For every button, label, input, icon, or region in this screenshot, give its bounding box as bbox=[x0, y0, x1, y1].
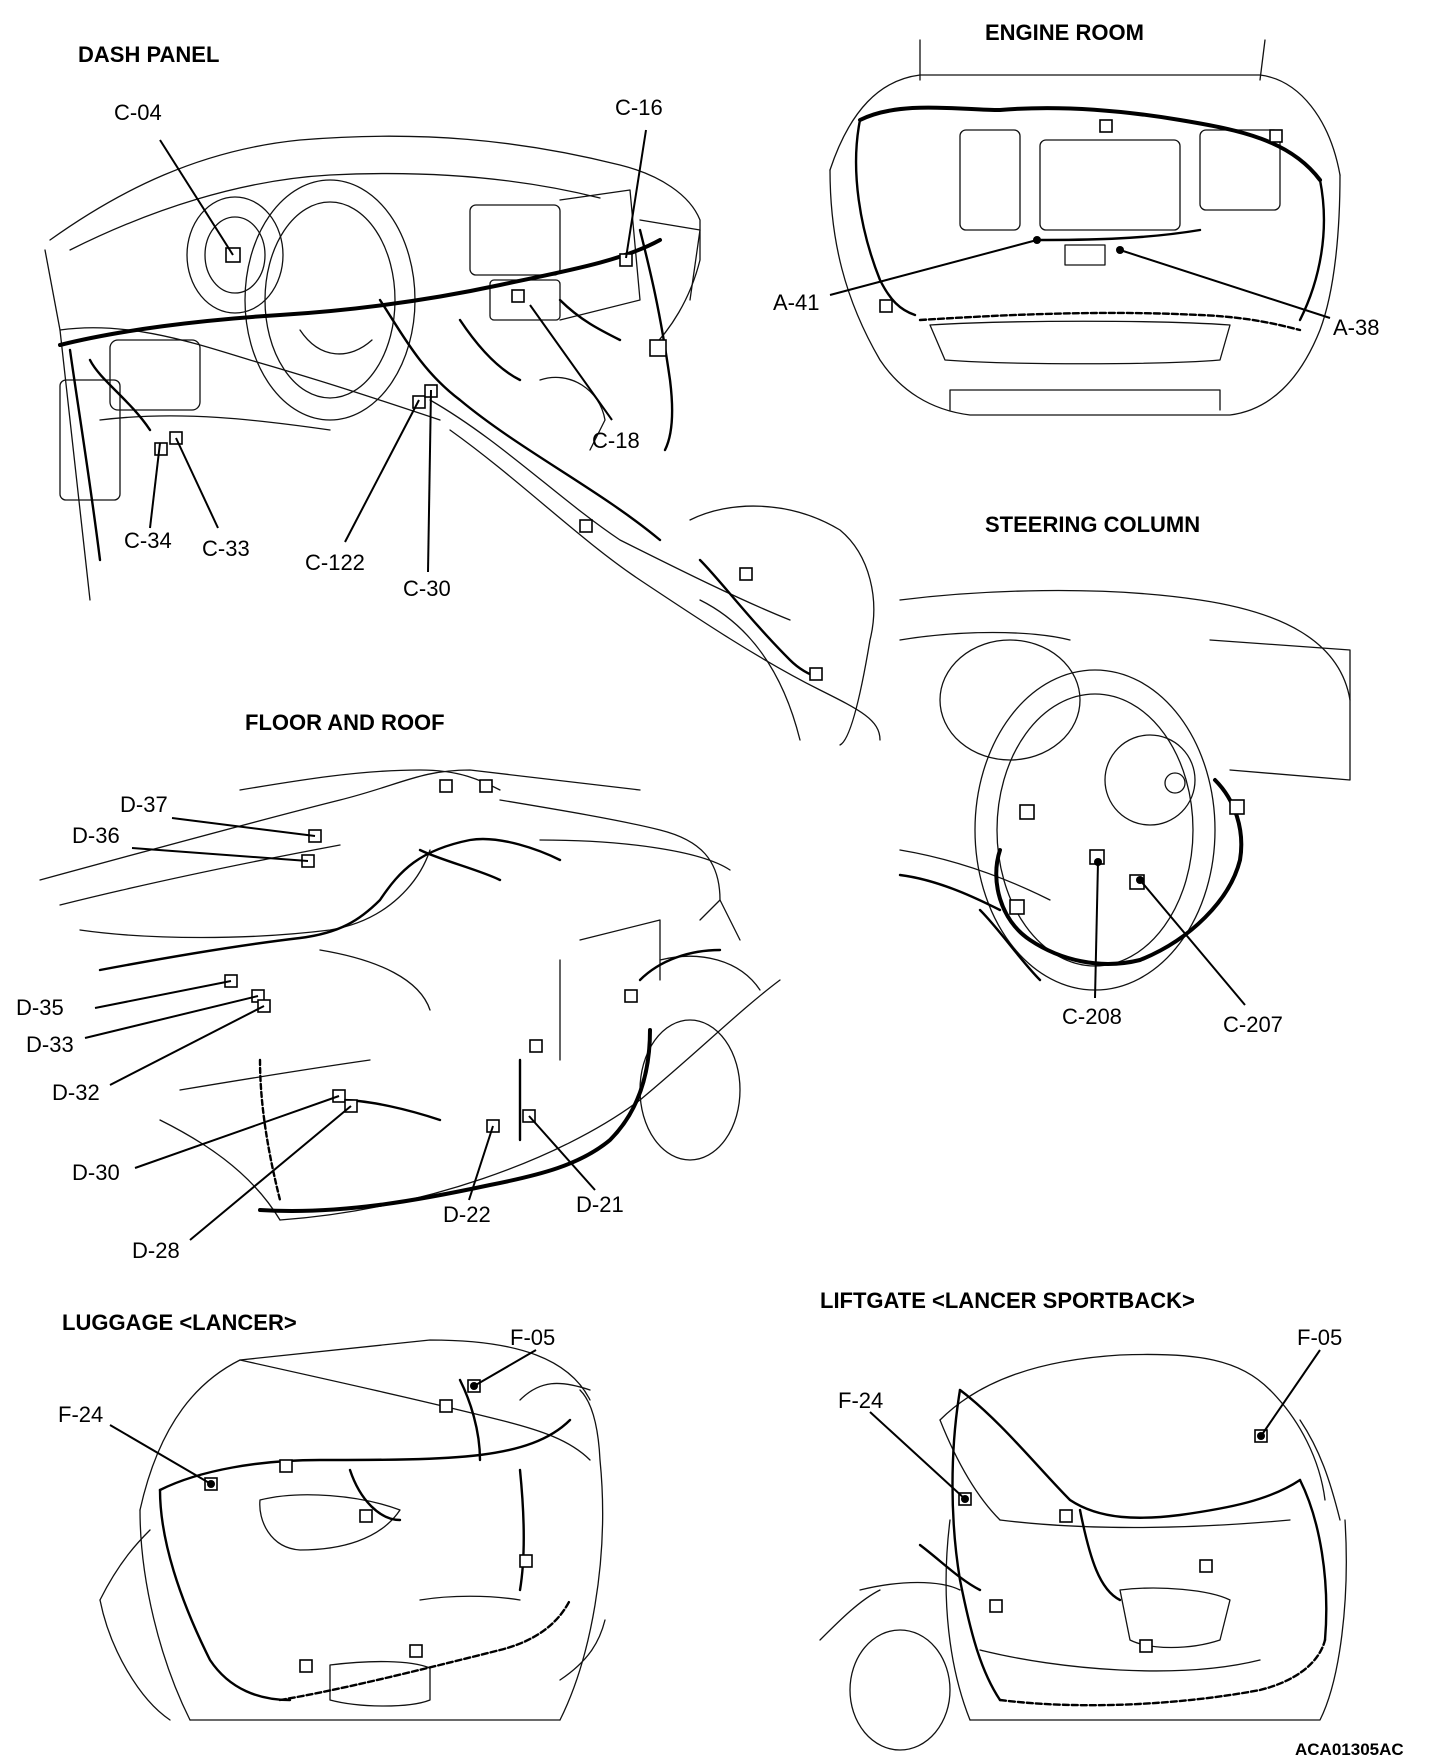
steering-column-title: STEERING COLUMN bbox=[985, 512, 1200, 537]
callout-c-18: C-18 bbox=[592, 428, 640, 453]
callout-d-37: D-37 bbox=[120, 792, 168, 817]
callout-c-122: C-122 bbox=[305, 550, 365, 575]
floor-and-roof-title: FLOOR AND ROOF bbox=[245, 710, 445, 735]
figure-code: ACA01305AC bbox=[1295, 1740, 1404, 1759]
callout-luggage-f-05: F-05 bbox=[510, 1325, 555, 1350]
callout-luggage-f-24: F-24 bbox=[58, 1402, 103, 1427]
engine-room-illustration bbox=[829, 39, 1341, 416]
luggage-illustration bbox=[99, 1339, 606, 1721]
callout-d-35: D-35 bbox=[16, 995, 64, 1020]
callout-c-30: C-30 bbox=[403, 576, 451, 601]
callout-c-33: C-33 bbox=[202, 536, 250, 561]
callout-liftgate-f-24: F-24 bbox=[838, 1388, 883, 1413]
callout-liftgate-f-05: F-05 bbox=[1297, 1325, 1342, 1350]
callout-d-36: D-36 bbox=[72, 823, 120, 848]
callout-c-34: C-34 bbox=[124, 528, 172, 553]
callout-c-208: C-208 bbox=[1062, 1004, 1122, 1029]
luggage-title: LUGGAGE <LANCER> bbox=[62, 1310, 297, 1335]
callout-a-41: A-41 bbox=[773, 290, 819, 315]
callout-c-207: C-207 bbox=[1223, 1012, 1283, 1037]
callout-c-04: C-04 bbox=[114, 100, 162, 125]
callout-d-32: D-32 bbox=[52, 1080, 100, 1105]
callout-d-33: D-33 bbox=[26, 1032, 74, 1057]
engine-room-title: ENGINE ROOM bbox=[985, 20, 1144, 45]
liftgate-illustration bbox=[819, 1349, 1347, 1751]
callout-d-28: D-28 bbox=[132, 1238, 180, 1263]
callout-d-22: D-22 bbox=[443, 1202, 491, 1227]
steering-column-illustration bbox=[898, 589, 1351, 1006]
liftgate-title: LIFTGATE <LANCER SPORTBACK> bbox=[820, 1288, 1195, 1313]
floor-and-roof-illustration bbox=[39, 769, 781, 1241]
dash-panel-title: DASH PANEL bbox=[78, 42, 219, 67]
callout-d-21: D-21 bbox=[576, 1192, 624, 1217]
dash-panel-illustration bbox=[44, 129, 881, 746]
callout-d-30: D-30 bbox=[72, 1160, 120, 1185]
callout-c-16: C-16 bbox=[615, 95, 663, 120]
callout-a-38: A-38 bbox=[1333, 315, 1379, 340]
